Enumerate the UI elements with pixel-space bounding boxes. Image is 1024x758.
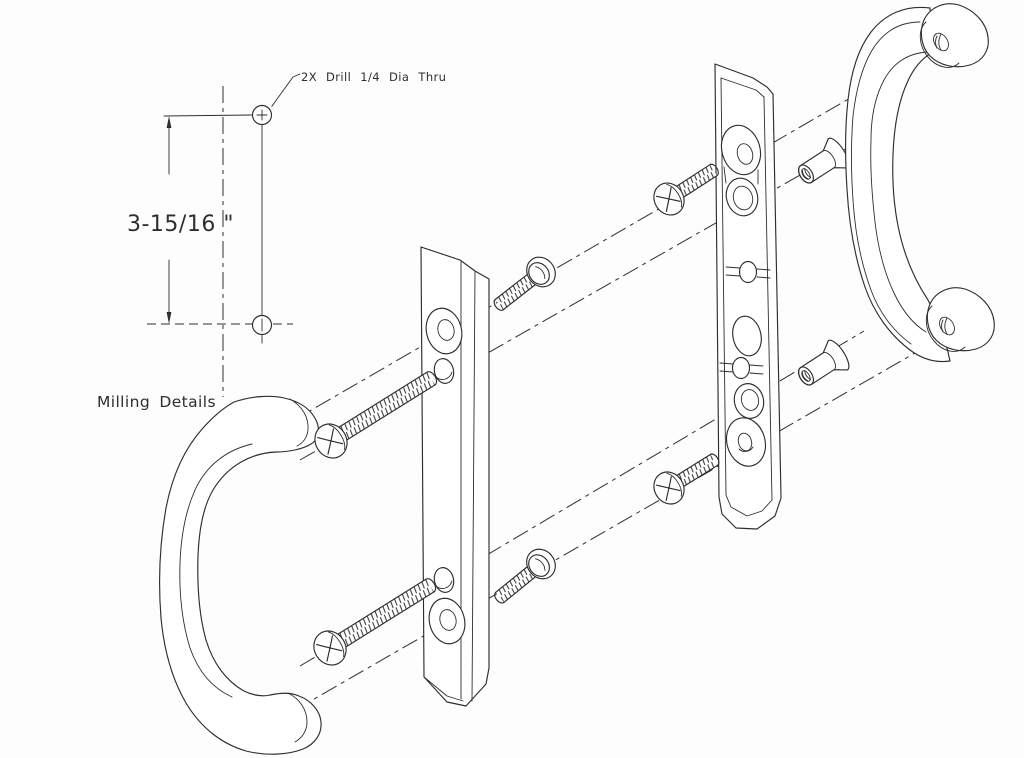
milling-details-caption: Milling Details <box>97 393 216 411</box>
handle-contour-line <box>179 443 253 698</box>
boss-hole-bottom <box>725 417 767 467</box>
oval-slot <box>732 315 762 357</box>
screw-hole-top <box>433 358 455 384</box>
handle-top-end-arc <box>289 398 309 447</box>
plate-screw-bottom <box>486 542 562 613</box>
handle-inner-edge <box>870 51 929 333</box>
plate-screw-top <box>485 250 562 320</box>
bushing-top <box>790 134 854 193</box>
drill-note-label: 2X Drill 1/4 Dia Thru <box>301 70 446 84</box>
right-handle <box>845 3 995 363</box>
countersunk-hole-bottom <box>428 597 466 645</box>
ring-boss <box>733 383 765 419</box>
right-plate-screw-bottom <box>647 443 727 511</box>
handle-contour-line <box>851 21 921 345</box>
left-backplate <box>420 246 490 707</box>
drill-hole-top <box>251 104 273 126</box>
screw-hole-bottom <box>433 567 455 593</box>
handle-boss-bottom <box>925 287 995 352</box>
long-screw-bottom <box>307 567 444 672</box>
boss-hole-top <box>720 124 762 176</box>
drill-note-leader <box>270 73 301 108</box>
dimension-label: 3-15/16 " <box>127 212 234 237</box>
handle-boss-top <box>919 3 989 68</box>
drill-hole-bottom <box>251 314 273 336</box>
centerline-bottom-outer <box>294 322 968 711</box>
dimension-lines <box>166 116 172 324</box>
boss-hole-second <box>725 177 759 217</box>
left-handle <box>159 395 322 755</box>
right-plate-screw-top <box>647 153 727 222</box>
countersunk-hole-top <box>425 307 463 355</box>
handle-bottom-end-arc <box>287 692 308 743</box>
pin-feature-lower <box>719 356 764 380</box>
pin-feature-upper <box>725 260 771 284</box>
milling-detail-view: 2X Drill 1/4 Dia Thru 3-15/16 " Milling … <box>97 70 446 411</box>
bushing-bottom <box>790 336 854 395</box>
right-backplate <box>714 63 782 530</box>
